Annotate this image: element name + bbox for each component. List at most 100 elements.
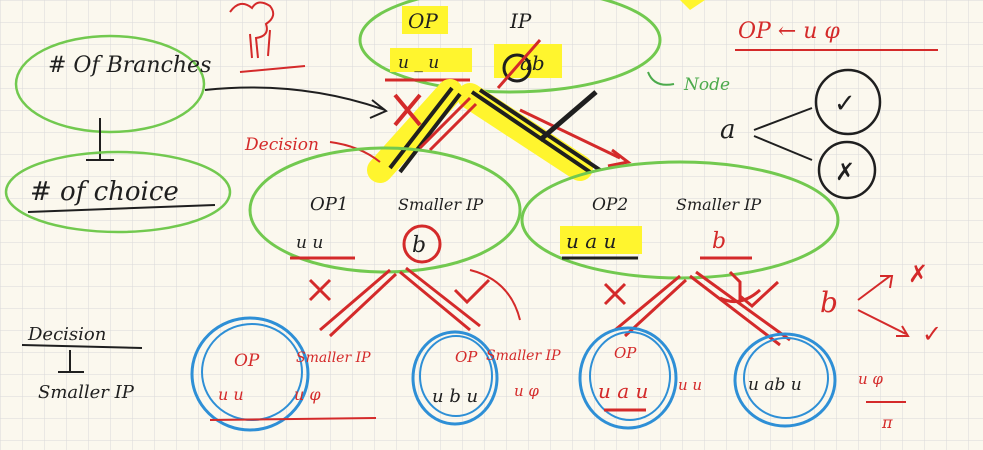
- legend-b-check: ✓: [922, 320, 942, 348]
- leaf-2-op-value: u b u: [432, 386, 478, 407]
- op1-cross-mark: [308, 278, 332, 302]
- op2-pin-mark: [719, 270, 762, 304]
- leaf-2: OP Smaller IP u b u u φ: [411, 330, 561, 426]
- decision-label: Decision: [244, 135, 319, 155]
- leaf-4-op-value: u ab u: [748, 375, 802, 395]
- choices-circle: [4, 150, 232, 234]
- legend-a: a: [720, 115, 736, 145]
- right-legend: OP ← u φ a ✓ ✗ b ✗ ✓: [720, 19, 942, 348]
- smaller-ip-note-text: Smaller IP: [38, 382, 135, 403]
- op2-op-value: u a u: [566, 229, 616, 253]
- op2-right-branch: [689, 270, 791, 347]
- op1-right-branch: [399, 266, 481, 332]
- op2-ip-label: Smaller IP: [676, 195, 761, 214]
- op1-left-branch: [319, 268, 398, 338]
- leaf-1: OP Smaller IP u u u φ: [190, 316, 377, 432]
- legend-b-down-arrow: [857, 309, 910, 337]
- leaf-2-ip-value: u φ: [514, 382, 539, 400]
- leaf-4-pi-mark: π: [881, 413, 893, 432]
- leaf-3-op-value: u a u: [598, 379, 648, 403]
- extra-ink-stroke: [538, 90, 598, 142]
- leaf-3-circle-inner: [589, 331, 671, 421]
- op-formula: OP ← u φ: [738, 19, 840, 44]
- leaf-3: OP u a u u u: [578, 326, 702, 430]
- legend-b-cross: ✗: [908, 260, 928, 288]
- op1-op-value: u u: [296, 233, 323, 253]
- branches-arrow: [204, 86, 386, 111]
- op1-circle: [248, 146, 522, 274]
- left-branch-red: [418, 96, 478, 152]
- op1-ip-label: Smaller IP: [398, 195, 483, 214]
- op1-node: OP1 Smaller IP u u b: [248, 146, 522, 274]
- op1-ip-value: b: [412, 233, 426, 258]
- legend-b-up-arrow: [857, 275, 894, 301]
- leaf-1-op-value: u u: [218, 385, 244, 404]
- leaf-4-ip-value: u φ: [858, 370, 883, 388]
- root-ip-value: ab: [520, 51, 545, 75]
- op1-ip-circle: [402, 224, 442, 264]
- tree-doodle: [229, 1, 275, 59]
- node-label-arrow: [647, 71, 675, 86]
- lower-branches: [308, 266, 791, 347]
- legend-cross-circle: [817, 140, 877, 200]
- decision-note-text: Decision: [27, 324, 106, 345]
- root-op-value-highlight: [390, 48, 472, 72]
- leaf-2-ip-label: Smaller IP: [486, 348, 561, 364]
- left-notes: # Of Branches # of choice Decision Small…: [4, 1, 306, 403]
- root-op-highlight: [402, 6, 448, 34]
- root-circle: [358, 0, 662, 94]
- right-branch-arrowhead: [607, 148, 632, 168]
- root-node: OP IP u _ u ab: [358, 0, 705, 94]
- leaf-2-op-label: OP: [455, 348, 478, 366]
- root-cross-mark: [393, 93, 422, 127]
- right-branch-highlight: [457, 83, 593, 181]
- leaf-2-circle-inner: [419, 335, 493, 417]
- legend-cross: ✗: [835, 158, 855, 186]
- op2-left-branch: [614, 274, 688, 338]
- leaf-2-circle: [411, 330, 499, 426]
- op1-curve-arrow: [469, 269, 521, 321]
- root-ip-label: IP: [509, 9, 532, 33]
- leaf-3-op-label: OP: [614, 344, 637, 362]
- op2-cross-mark: [603, 282, 627, 306]
- leaf-1-circle: [190, 316, 310, 432]
- doodle-underline: [239, 65, 306, 73]
- leaf-4-circle: [733, 332, 837, 428]
- branches-text: # Of Branches: [48, 53, 211, 78]
- op2-node: OP2 Smaller IP u a u b: [520, 160, 840, 304]
- choices-text: # of choice: [30, 177, 179, 207]
- leaf-4: u ab u u φ π: [733, 332, 906, 432]
- op2-op-label: OP2: [592, 195, 628, 215]
- leaf-1-ip-label: Smaller IP: [296, 350, 371, 366]
- leaf-1-op-label: OP: [234, 351, 260, 371]
- node-label: Node: [683, 75, 730, 95]
- root-op-value: u _ u: [398, 53, 439, 73]
- op1-op-label: OP1: [310, 194, 348, 215]
- yellow-marker-corner: [680, 0, 705, 10]
- right-branch-red: [519, 108, 621, 160]
- choices-underline: [27, 204, 216, 213]
- leaf-1-ip-value: u φ: [294, 385, 321, 404]
- legend-b: b: [820, 286, 838, 319]
- op2-circle: [520, 160, 840, 280]
- branches-circle: [14, 34, 206, 134]
- op2-check-mark: [739, 280, 780, 308]
- root-red-slash: [496, 39, 542, 89]
- legend-check: ✓: [834, 89, 856, 119]
- legend-check-circle: [814, 68, 882, 136]
- op1-check-mark: [453, 278, 491, 305]
- root-ip-circle: [502, 53, 532, 83]
- op2-op-highlight: [560, 226, 642, 254]
- left-branch-ink: [388, 86, 462, 174]
- leaf-3-circle: [578, 326, 678, 430]
- right-branch-ink: [470, 88, 602, 174]
- op2-ip-value: b: [712, 229, 726, 254]
- legend-a-arrows: [753, 107, 813, 161]
- root-op-label: OP: [408, 9, 438, 33]
- branches-arrowhead: [369, 99, 388, 119]
- decision-note-underline: [21, 344, 143, 349]
- branch-lines: [367, 79, 632, 183]
- leaf-3-ip-value: u u: [678, 376, 702, 394]
- leaf-4-circle-inner: [743, 337, 829, 419]
